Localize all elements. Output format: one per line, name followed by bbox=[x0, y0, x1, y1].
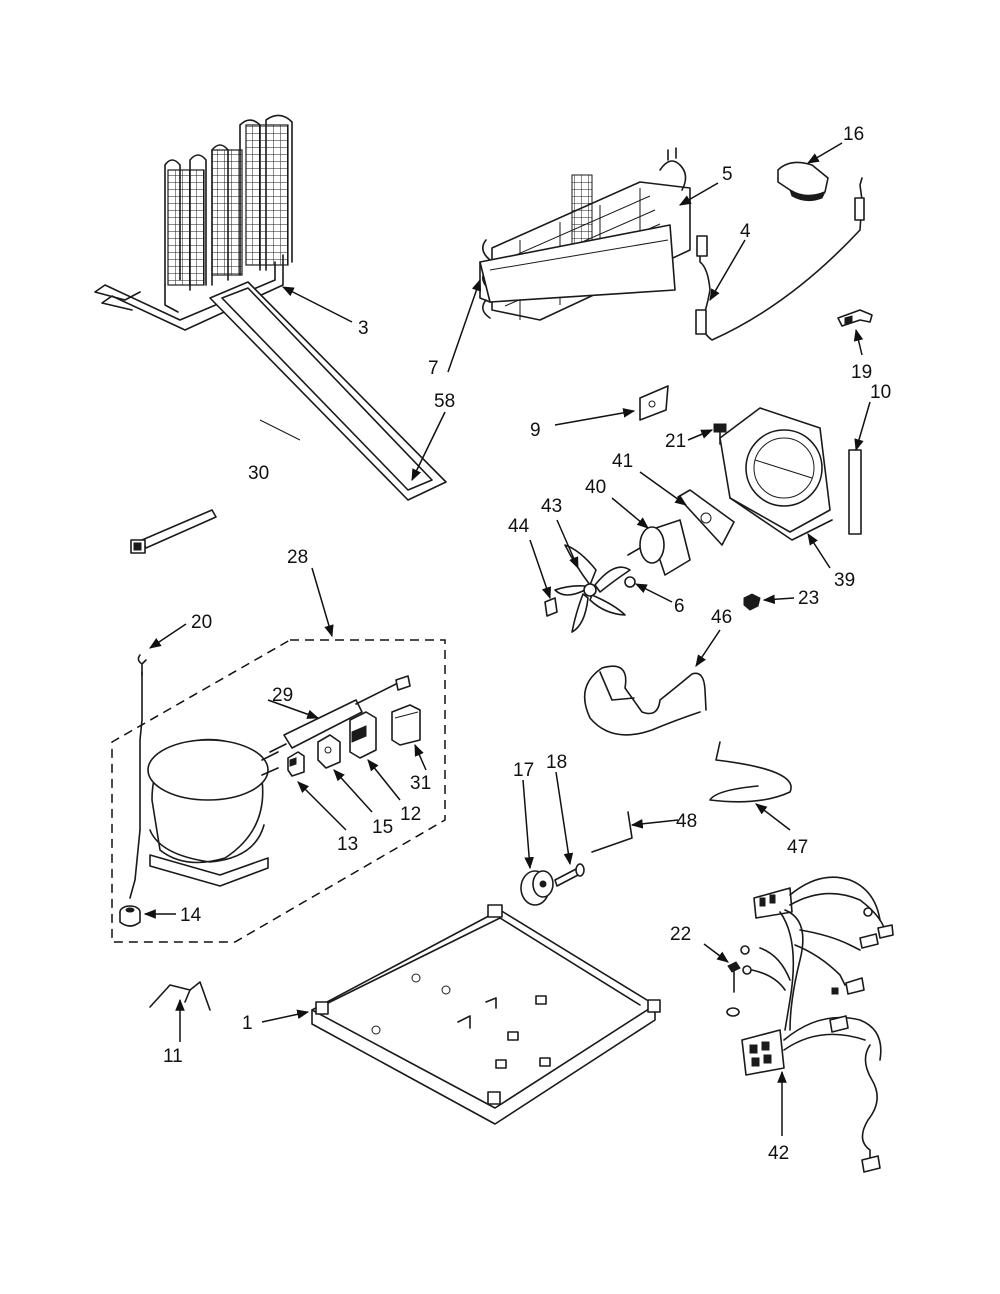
callout-30: 30 bbox=[248, 463, 269, 484]
callout-11: 11 bbox=[163, 1046, 183, 1067]
callout-13: 13 bbox=[337, 834, 358, 855]
callout-17: 17 bbox=[513, 760, 534, 781]
base-frame-part bbox=[311, 904, 661, 1125]
callout-22: 22 bbox=[670, 924, 691, 945]
leader-lines bbox=[143, 142, 871, 1136]
evaporator-tray-part bbox=[479, 224, 676, 303]
callout-labels: 3 5 4 16 19 10 7 58 9 21 41 30 40 43 44 … bbox=[163, 124, 891, 1164]
callout-29: 29 bbox=[272, 685, 293, 706]
callout-14: 14 bbox=[180, 905, 202, 926]
tie-strap-part bbox=[130, 509, 217, 554]
axle-pin-part bbox=[554, 863, 585, 887]
start-device-part bbox=[317, 734, 341, 769]
nut-23-part bbox=[743, 593, 761, 611]
callout-23: 23 bbox=[798, 588, 819, 609]
callout-19: 19 bbox=[851, 362, 872, 383]
callout-58: 58 bbox=[434, 391, 455, 412]
terminal-13-part bbox=[287, 751, 305, 777]
callout-28: 28 bbox=[287, 547, 308, 568]
strip-10-part bbox=[848, 449, 862, 535]
callout-20: 20 bbox=[191, 612, 212, 633]
grommet-part bbox=[119, 905, 141, 927]
compressor-part bbox=[129, 671, 279, 899]
clip-19-part bbox=[837, 309, 873, 327]
callout-41: 41 bbox=[612, 451, 633, 472]
defrost-sensor-part bbox=[695, 177, 865, 341]
callout-6: 6 bbox=[674, 596, 685, 617]
condenser-coil-part bbox=[94, 114, 293, 331]
dryer-part bbox=[269, 675, 411, 753]
bracket-9-part bbox=[639, 385, 669, 421]
callout-1: 1 bbox=[242, 1013, 253, 1034]
compressor-kit-outline bbox=[111, 639, 446, 943]
callout-48: 48 bbox=[676, 811, 697, 832]
clip-11-part bbox=[149, 981, 211, 1011]
fan-blade-part bbox=[554, 544, 631, 633]
nut-6-part bbox=[624, 576, 636, 588]
roller-part bbox=[520, 870, 554, 906]
callout-10: 10 bbox=[870, 382, 891, 403]
callout-46: 46 bbox=[711, 607, 732, 628]
callout-7: 7 bbox=[428, 358, 439, 379]
rod-48-part bbox=[591, 811, 633, 853]
callout-5: 5 bbox=[722, 164, 733, 185]
callout-12: 12 bbox=[400, 804, 421, 825]
callout-16: 16 bbox=[843, 124, 864, 145]
callout-31: 31 bbox=[410, 773, 431, 794]
cap-part bbox=[777, 161, 829, 202]
callout-47: 47 bbox=[787, 837, 808, 858]
callout-21: 21 bbox=[665, 431, 686, 452]
clip-44-part bbox=[544, 597, 558, 617]
callout-42: 42 bbox=[768, 1143, 789, 1164]
callout-44: 44 bbox=[508, 516, 530, 537]
screw-22-part bbox=[726, 961, 741, 1017]
motor-mount-part bbox=[677, 489, 735, 546]
wire-47-part bbox=[709, 741, 792, 803]
relay-31-part bbox=[391, 704, 421, 746]
overload-part bbox=[349, 711, 377, 759]
wiring-harness-part bbox=[740, 876, 894, 1173]
callout-18: 18 bbox=[546, 752, 567, 773]
callout-15: 15 bbox=[372, 817, 393, 838]
drain-pan-part bbox=[209, 281, 447, 501]
callout-9: 9 bbox=[530, 420, 541, 441]
callout-40: 40 bbox=[585, 477, 606, 498]
fan-shroud-part bbox=[719, 407, 833, 541]
callout-39: 39 bbox=[834, 570, 855, 591]
tube-46-part bbox=[583, 665, 707, 736]
callout-4: 4 bbox=[740, 221, 751, 242]
fan-motor-part bbox=[627, 519, 691, 576]
callout-43: 43 bbox=[541, 496, 562, 517]
callout-3: 3 bbox=[358, 318, 369, 339]
